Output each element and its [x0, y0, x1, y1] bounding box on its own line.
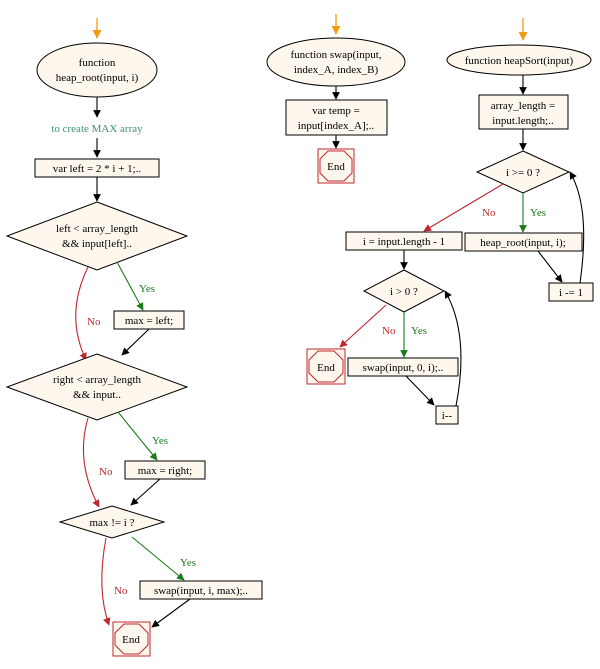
max-right-node[interactable]: max = right; [124, 460, 206, 480]
heap-root-end-text: End [122, 634, 140, 646]
connector [537, 250, 563, 283]
no-label: No [99, 466, 113, 478]
heap-root-call-text: heap_root(input, i); [480, 237, 566, 249]
heapsort-start-text: function heapSort(input) [465, 55, 574, 67]
swap-temp-node[interactable]: var temp = input[index_A];.. [285, 99, 388, 136]
left-assign-text: var left = 2 * i + 1;.. [53, 163, 142, 175]
connector [151, 598, 191, 628]
i-assign-node[interactable]: i = input.length - 1 [345, 231, 463, 251]
left-condition-node[interactable]: left < array_length && input[left].. [5, 201, 189, 271]
swap-start-node[interactable]: function swap(input, index_A, index_B) [266, 37, 406, 87]
swap-end-node[interactable]: End [317, 148, 355, 184]
loop-back-connector [444, 290, 462, 407]
swap-flow: function swap(input, index_A, index_B) v… [266, 14, 406, 184]
swap-temp-line2: input[index_A];.. [298, 120, 375, 132]
max-neq-i-text: max != i ? [90, 517, 135, 529]
swap-start-line1: function swap(input, [290, 49, 381, 61]
right-condition-node[interactable]: right < array_length && input.. [5, 353, 189, 421]
array-length-line1: array_length = [491, 100, 556, 112]
yes-connector [131, 536, 185, 581]
heapsort-end-node[interactable]: End [306, 348, 346, 385]
connector [130, 478, 161, 506]
max-right-text: max = right; [138, 465, 192, 477]
swap-call-node[interactable]: swap(input, 0, i);.. [347, 357, 459, 377]
left-condition-line1: left < array_length [56, 223, 138, 235]
swap-temp-line1: var temp = [312, 105, 360, 117]
i-gt-zero-condition-node[interactable]: i > 0 ? [362, 269, 446, 313]
swap-end-text: End [327, 161, 345, 173]
no-connector [82, 417, 100, 508]
i-minus-text: i-- [442, 410, 453, 422]
no-connector [101, 537, 111, 626]
right-condition-line1: right < array_length [53, 374, 142, 386]
heapsort-start-node[interactable]: function heapSort(input) [446, 44, 592, 76]
max-left-text: max = left; [125, 315, 173, 327]
yes-label: Yes [411, 325, 427, 337]
i-gte-zero-condition-node[interactable]: i >= 0 ? [475, 150, 571, 194]
i-assign-text: i = input.length - 1 [363, 236, 445, 248]
left-assign-node[interactable]: var left = 2 * i + 1;.. [34, 158, 160, 178]
connector [121, 328, 150, 356]
max-neq-i-condition-node[interactable]: max != i ? [58, 505, 166, 539]
heap-root-start-line2: heap_root(input, i) [56, 72, 139, 84]
right-condition-line2: && input.. [73, 389, 121, 401]
swap-call-node[interactable]: swap(input, i, max);.. [139, 580, 263, 600]
heap-root-end-node[interactable]: End [112, 621, 151, 657]
left-condition-line2: && input[left].. [62, 238, 132, 250]
no-connector [75, 266, 89, 361]
i-minus-node[interactable]: i-- [435, 405, 459, 425]
yes-connector [117, 411, 158, 461]
loop-back-connector [569, 171, 585, 284]
no-label: No [87, 316, 101, 328]
heap-root-start-node[interactable]: function heap_root(input, i) [36, 42, 158, 98]
yes-label: Yes [180, 557, 196, 569]
swap-start-line2: index_A, index_B) [294, 64, 379, 76]
no-connector [423, 183, 504, 232]
connector [405, 375, 435, 406]
no-connector [339, 304, 387, 348]
yes-connector [116, 261, 144, 311]
yes-label: Yes [530, 207, 546, 219]
heap-root-start-line1: function [79, 57, 116, 69]
swap-call-text: swap(input, i, max);.. [154, 585, 248, 597]
yes-label: Yes [152, 435, 168, 447]
heapsort-flow: function heapSort(input) array_length = … [306, 18, 594, 425]
heap-root-flow: function heap_root(input, i) to create M… [5, 18, 263, 657]
max-left-node[interactable]: max = left; [113, 310, 185, 330]
i-gte-zero-text: i >= 0 ? [506, 167, 540, 179]
heapsort-swap-call-text: swap(input, 0, i);.. [363, 362, 444, 374]
heap-root-call-node[interactable]: heap_root(input, i); [464, 232, 583, 252]
array-length-node[interactable]: array_length = input.length;.. [478, 94, 569, 130]
i-decrement-text: i -= 1 [559, 287, 583, 299]
array-length-line2: input.length;.. [492, 115, 554, 127]
i-decrement-node[interactable]: i -= 1 [548, 282, 594, 302]
heap-root-comment: to create MAX array [51, 123, 143, 135]
no-label: No [382, 325, 396, 337]
yes-label: Yes [139, 283, 155, 295]
i-gt-zero-text: i > 0 ? [390, 286, 418, 298]
no-label: No [114, 585, 128, 597]
heapsort-end-text: End [317, 362, 335, 374]
no-label: No [482, 207, 496, 219]
